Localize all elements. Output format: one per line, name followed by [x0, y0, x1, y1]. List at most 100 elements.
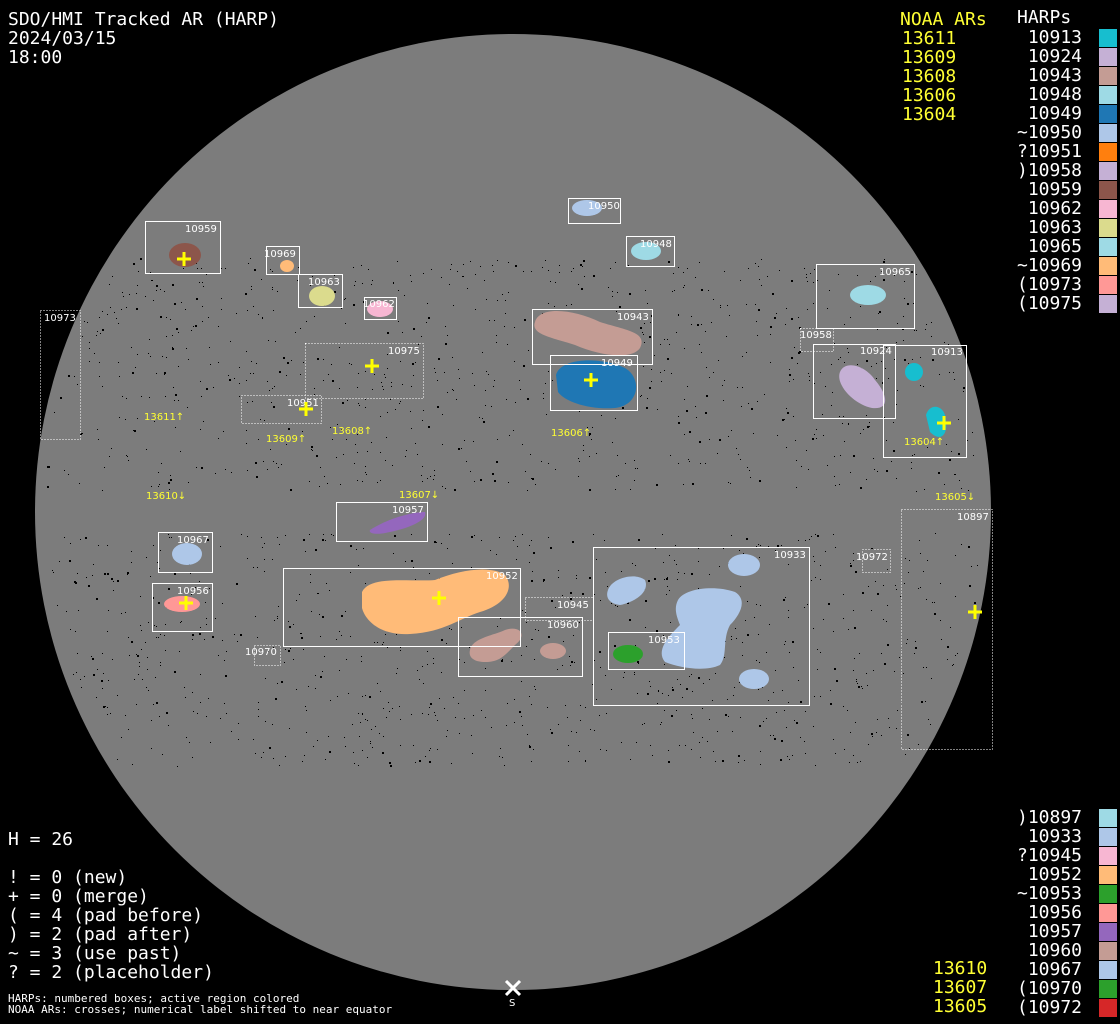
harp-list-item: 10962: [1017, 198, 1083, 219]
patch-10967: [172, 543, 202, 565]
noaa-ar-13607: 13607: [933, 977, 988, 998]
patch-10913a: [905, 363, 923, 381]
patch-10960a: [469, 628, 522, 662]
noaa-cross-13607: [432, 591, 446, 605]
solar-disk: [35, 34, 991, 990]
harp-list-item: 10965: [1017, 236, 1083, 257]
patch-10933b: [728, 554, 760, 576]
harp-list-item: 10956: [1017, 902, 1083, 923]
harp-label-10962: 10962: [363, 299, 395, 310]
harp-label-10963: 10963: [308, 277, 340, 288]
noaa-ar-13605: 13605: [933, 996, 988, 1017]
harp-label-10958: 10958: [800, 330, 832, 341]
harp-box-10965: [816, 264, 915, 329]
noaa-cross-13605: [968, 605, 982, 619]
time: 18:00: [8, 47, 63, 68]
harp-color-swatch: [1099, 48, 1117, 66]
harps-header: HARPs: [1017, 7, 1072, 28]
harp-box-10958: [800, 328, 834, 352]
south-label: S: [509, 998, 515, 1009]
harp-color-swatch: [1099, 809, 1117, 827]
harp-color-swatch: [1099, 295, 1117, 313]
harp-label-10975: 10975: [388, 346, 420, 357]
noaa-label-13605: 13605↓: [935, 492, 975, 503]
harp-color-swatch: [1099, 124, 1117, 142]
patch-10948: [631, 242, 661, 260]
harp-list-item: ~10953: [1017, 883, 1083, 904]
harp-list-item: 10952: [1017, 864, 1083, 885]
noaa-label-13604: 13604↑: [904, 437, 944, 448]
harp-list-item: (10975: [1017, 293, 1083, 314]
harp-label-10959: 10959: [185, 224, 217, 235]
harp-label-10969: 10969: [264, 249, 296, 260]
noaa-cross-13609: [299, 402, 313, 416]
patch-10924: [839, 365, 886, 409]
harp-box-10956: [152, 583, 213, 632]
harp-box-10951: [241, 395, 322, 424]
noaa-label-13609: 13609↑: [266, 434, 306, 445]
harp-color-swatch: [1099, 999, 1117, 1017]
harp-label-10933: 10933: [774, 550, 806, 561]
harp-box-10943: [532, 309, 653, 365]
harp-box-10949: [550, 355, 638, 411]
patch-10950: [572, 200, 602, 216]
patch-10960b: [540, 643, 566, 659]
harp-color-swatch: [1099, 29, 1117, 47]
harp-color-swatch: [1099, 980, 1117, 998]
harp-list-item: 10959: [1017, 179, 1083, 200]
harp-color-swatch: [1099, 885, 1117, 903]
patch-10949: [556, 360, 637, 409]
harp-box-10969: [266, 246, 300, 275]
noaa-label-13611: 13611↑: [144, 412, 184, 423]
harp-box-10975: [305, 343, 424, 399]
harp-box-10945: [525, 597, 594, 621]
noaa-label-13608: 13608↑: [332, 426, 372, 437]
noaa-ar-13606: 13606: [902, 85, 957, 106]
patch-10957: [369, 512, 426, 534]
noaa-cross-13606: [584, 373, 598, 387]
noaa-label-13606: 13606↑: [551, 428, 591, 439]
patch-10933a: [661, 588, 742, 669]
harp-label-10956: 10956: [177, 586, 209, 597]
harp-color-swatch: [1099, 143, 1117, 161]
stats-line: ) = 2 (pad after): [8, 924, 193, 945]
harp-label-10948: 10948: [640, 239, 672, 250]
harp-box-10950: [568, 198, 621, 224]
harp-list-item: ~10950: [1017, 122, 1083, 143]
harp-color-swatch: [1099, 257, 1117, 275]
harp-list-item: (10972: [1017, 997, 1083, 1018]
noaa-cross-13611: [177, 252, 191, 266]
harp-list-item: 10949: [1017, 103, 1083, 124]
harp-list-item: 10963: [1017, 217, 1083, 238]
stats-line: ? = 2 (placeholder): [8, 962, 214, 983]
harp-box-10967: [158, 532, 213, 573]
harp-box-10960: [458, 617, 583, 677]
harp-list-item: (10970: [1017, 978, 1083, 999]
harp-box-10963: [298, 274, 343, 308]
stats-line: ~ = 3 (use past): [8, 943, 182, 964]
noaa-label-13610: 13610↓: [146, 491, 186, 502]
harp-box-10948: [626, 236, 675, 267]
harp-color-swatch: [1099, 219, 1117, 237]
noaa-label-13607: 13607↓: [399, 490, 439, 501]
harp-color-swatch: [1099, 904, 1117, 922]
harp-label-10951: 10951: [287, 398, 319, 409]
noaa-cross-13604: [937, 416, 951, 430]
patch-10952: [362, 569, 509, 635]
harp-label-10950: 10950: [588, 201, 620, 212]
harp-list-item: 10933: [1017, 826, 1083, 847]
footnote-noaa: NOAA ARs: crosses; numerical label shift…: [8, 1003, 393, 1016]
harp-box-10973: [40, 310, 81, 440]
harp-color-swatch: [1099, 238, 1117, 256]
patch-10962: [367, 301, 393, 317]
harp-list-item: ~10969: [1017, 255, 1083, 276]
noaa-ar-13604: 13604: [902, 104, 957, 125]
harp-label-10945: 10945: [557, 600, 589, 611]
active-region-patches: [164, 200, 947, 689]
harp-color-swatch: [1099, 942, 1117, 960]
harp-color-swatch: [1099, 162, 1117, 180]
harp-color-swatch: [1099, 923, 1117, 941]
harp-list-item: 10957: [1017, 921, 1083, 942]
harp-color-swatch: [1099, 200, 1117, 218]
